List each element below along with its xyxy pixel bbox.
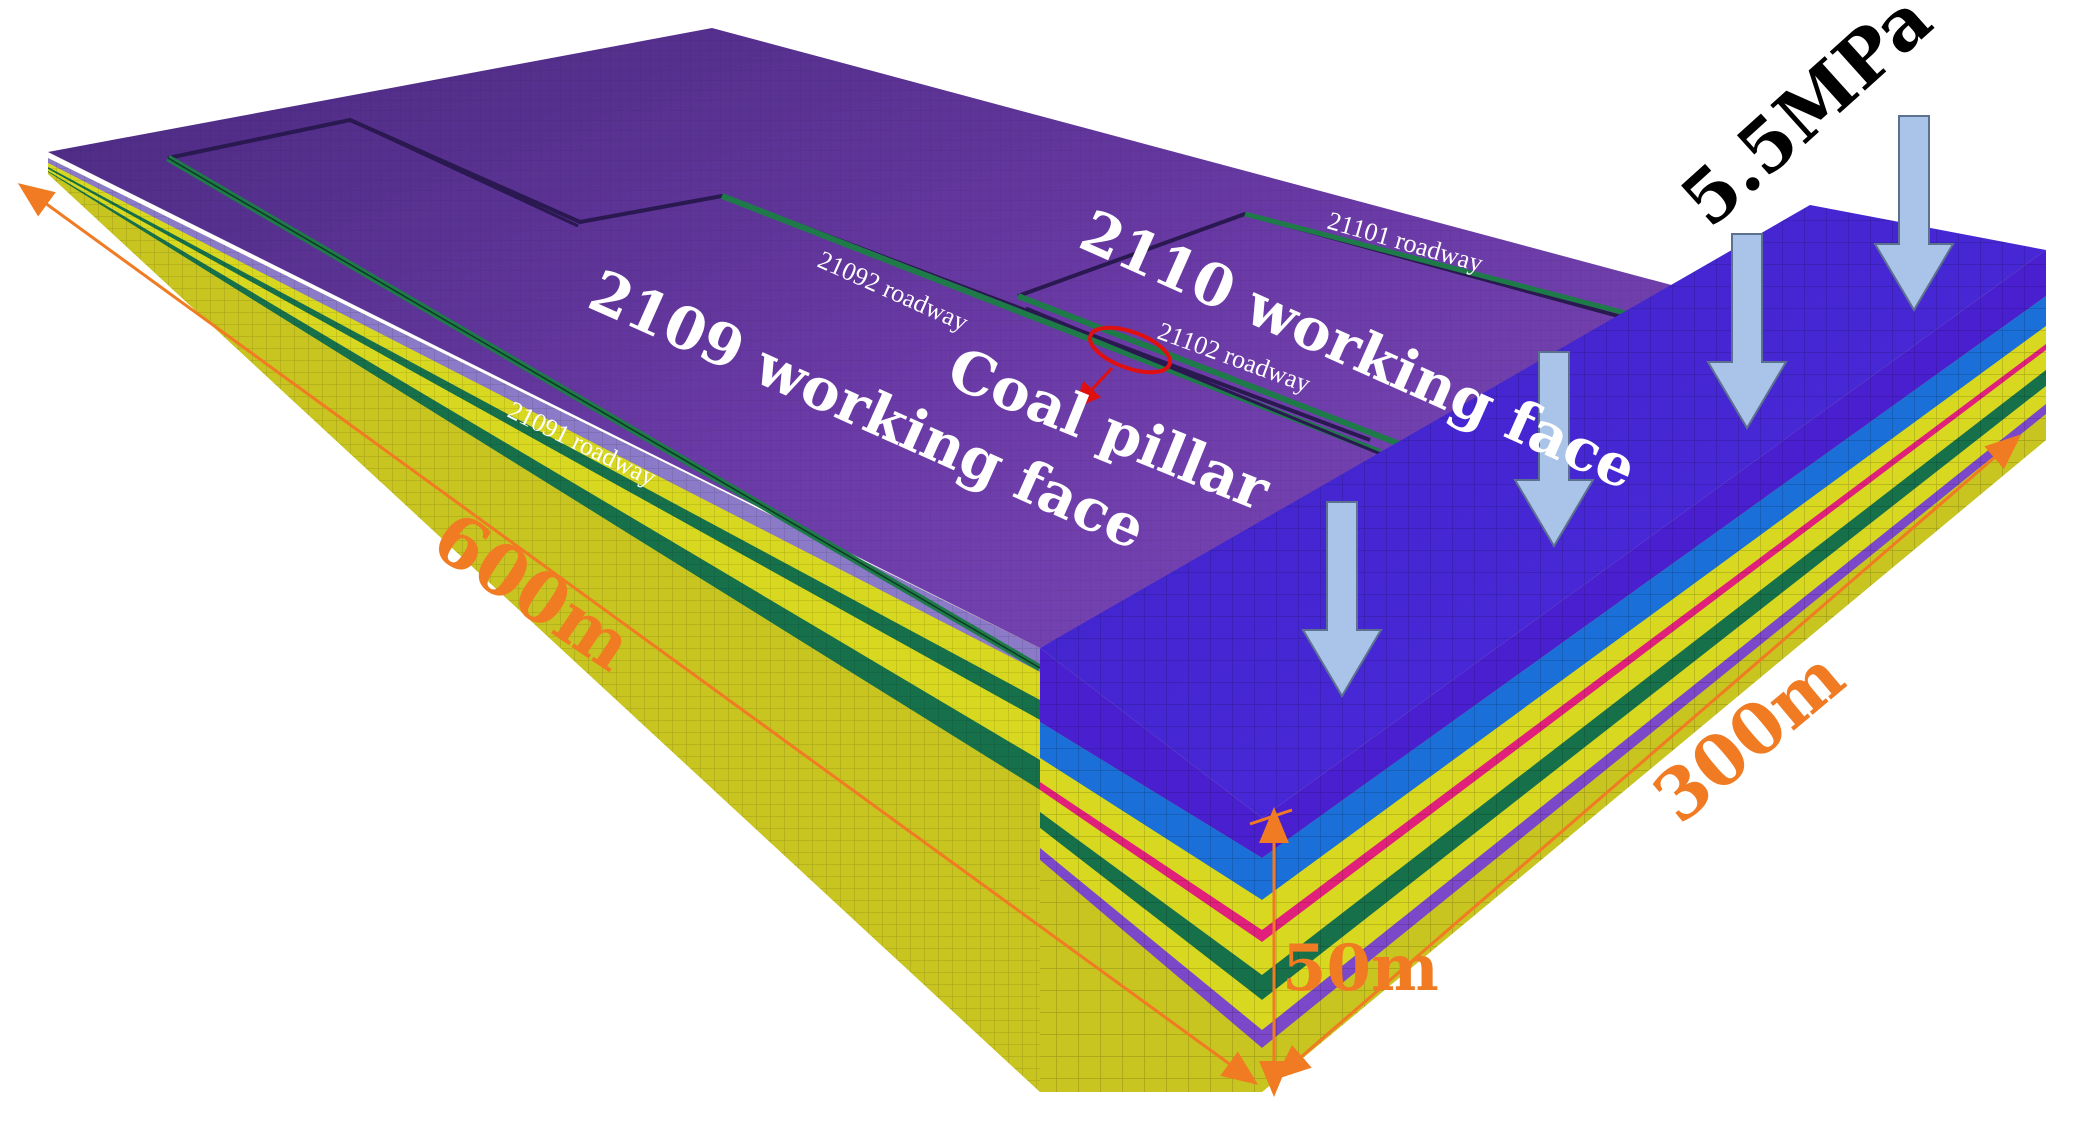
dimension-lines [17,183,2022,1097]
dim-line-600m [17,183,1259,1085]
dim-line-300m [1274,434,2022,1080]
load-arrow-3 [1706,233,1788,430]
load-arrow-4 [1873,115,1955,312]
coal-pillar-pointer [1073,366,1114,409]
roadway-21101-line [1244,211,1661,325]
label-dim-50m: 50m [1282,931,1439,1006]
coal-pillar-marker [1073,325,1172,409]
coal-pillar-ellipse [1088,325,1172,375]
